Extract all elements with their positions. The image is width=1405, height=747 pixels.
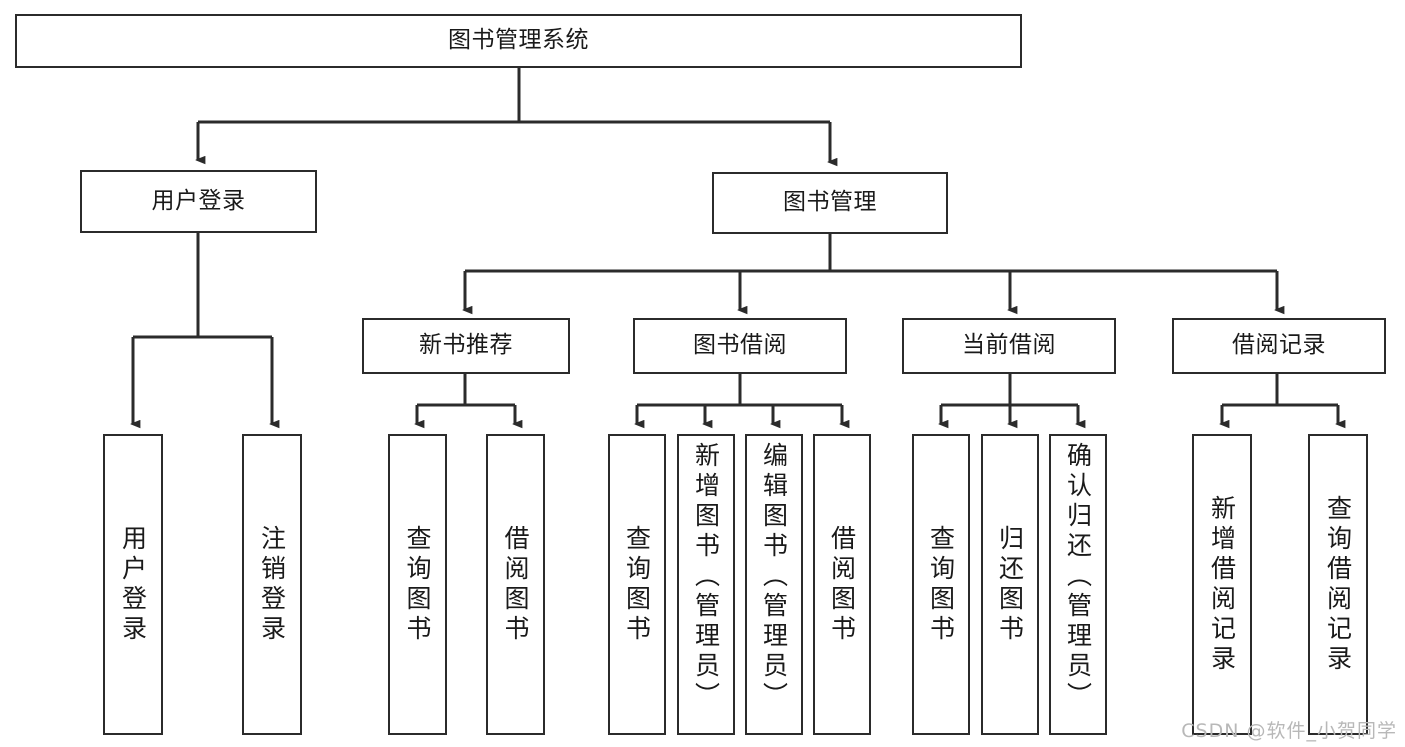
leaf-current-borrow-return[interactable]: 归还图书	[981, 434, 1039, 735]
leaf-borrow-record-add[interactable]: 新增借阅记录	[1192, 434, 1252, 735]
node-borrow-record-label: 借阅记录	[1232, 332, 1326, 359]
node-new-book-recommend[interactable]: 新书推荐	[362, 318, 570, 374]
leaf-book-borrow-add-label: 新增图书（管理员）	[691, 442, 721, 712]
leaf-current-borrow-confirm[interactable]: 确认归还（管理员）	[1049, 434, 1107, 735]
node-book-borrow[interactable]: 图书借阅	[633, 318, 847, 374]
node-root-system[interactable]: 图书管理系统	[15, 14, 1022, 68]
node-new-book-recommend-label: 新书推荐	[419, 332, 513, 359]
node-book-borrow-label: 图书借阅	[693, 332, 787, 359]
node-current-borrow-label: 当前借阅	[962, 332, 1056, 359]
leaf-borrow-record-query[interactable]: 查询借阅记录	[1308, 434, 1368, 735]
leaf-book-borrow-borrow-label: 借阅图书	[827, 524, 857, 645]
node-current-borrow[interactable]: 当前借阅	[902, 318, 1116, 374]
leaf-new-book-query[interactable]: 查询图书	[388, 434, 447, 735]
leaf-current-borrow-return-label: 归还图书	[995, 524, 1025, 645]
leaf-user-login-login-label: 用户登录	[118, 524, 148, 645]
leaf-book-borrow-add[interactable]: 新增图书（管理员）	[677, 434, 735, 735]
leaf-user-login-logout[interactable]: 注销登录	[242, 434, 302, 735]
leaf-current-borrow-query-label: 查询图书	[926, 524, 956, 645]
leaf-current-borrow-query[interactable]: 查询图书	[912, 434, 970, 735]
leaf-book-borrow-query-label: 查询图书	[622, 524, 652, 645]
node-borrow-record[interactable]: 借阅记录	[1172, 318, 1386, 374]
leaf-book-borrow-borrow[interactable]: 借阅图书	[813, 434, 871, 735]
leaf-new-book-borrow[interactable]: 借阅图书	[486, 434, 545, 735]
node-book-management-label: 图书管理	[783, 189, 877, 216]
leaf-new-book-borrow-label: 借阅图书	[501, 524, 530, 645]
leaf-book-borrow-edit[interactable]: 编辑图书（管理员）	[745, 434, 803, 735]
node-user-login[interactable]: 用户登录	[80, 170, 317, 233]
leaf-book-borrow-edit-label: 编辑图书（管理员）	[759, 442, 789, 712]
leaf-current-borrow-confirm-label: 确认归还（管理员）	[1063, 442, 1093, 712]
node-user-login-label: 用户登录	[151, 187, 246, 214]
node-book-management[interactable]: 图书管理	[712, 172, 948, 234]
leaf-user-login-login[interactable]: 用户登录	[103, 434, 163, 735]
leaf-new-book-query-label: 查询图书	[403, 524, 432, 645]
leaf-book-borrow-query[interactable]: 查询图书	[608, 434, 666, 735]
node-root-system-label: 图书管理系统	[448, 27, 589, 54]
leaf-user-login-logout-label: 注销登录	[257, 524, 287, 645]
leaf-borrow-record-add-label: 新增借阅记录	[1207, 494, 1237, 675]
leaf-borrow-record-query-label: 查询借阅记录	[1323, 494, 1353, 675]
